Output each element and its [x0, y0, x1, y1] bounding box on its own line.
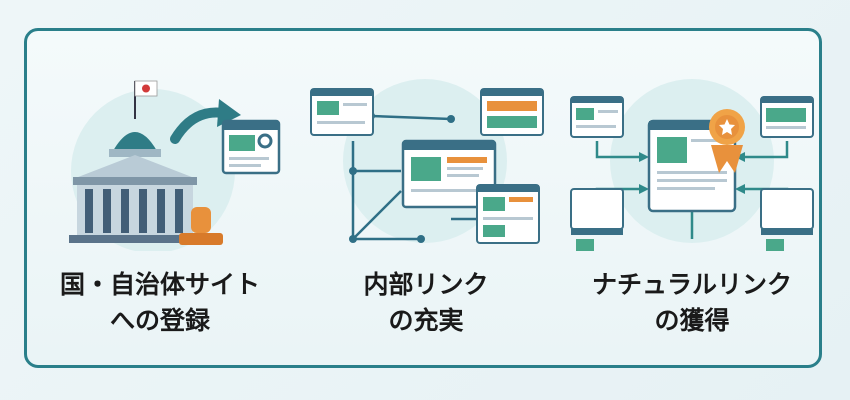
content-frame: 国・自治体サイト への登録	[24, 28, 822, 368]
caption-line2: の充実	[388, 306, 464, 335]
panel-natural-links: ナチュラルリンク の獲得	[559, 31, 825, 371]
caption-line1: ナチュラルリンク	[591, 270, 792, 299]
caption-line1: 内部リンク	[363, 270, 489, 299]
government-building-icon	[69, 80, 281, 251]
caption-line2: への登録	[109, 306, 210, 335]
panel-internal-links: 内部リンク の充実	[293, 31, 559, 371]
caption-internal-links: 内部リンク の充実	[293, 267, 559, 339]
caption-natural-links: ナチュラルリンク の獲得	[559, 267, 825, 339]
panel-government: 国・自治体サイト への登録	[27, 31, 293, 371]
caption-line2: の獲得	[654, 306, 730, 335]
caption-line1: 国・自治体サイト	[59, 270, 260, 299]
award-page-icon	[570, 79, 814, 251]
linked-pages-icon	[310, 79, 544, 244]
caption-government: 国・自治体サイト への登録	[27, 267, 293, 339]
